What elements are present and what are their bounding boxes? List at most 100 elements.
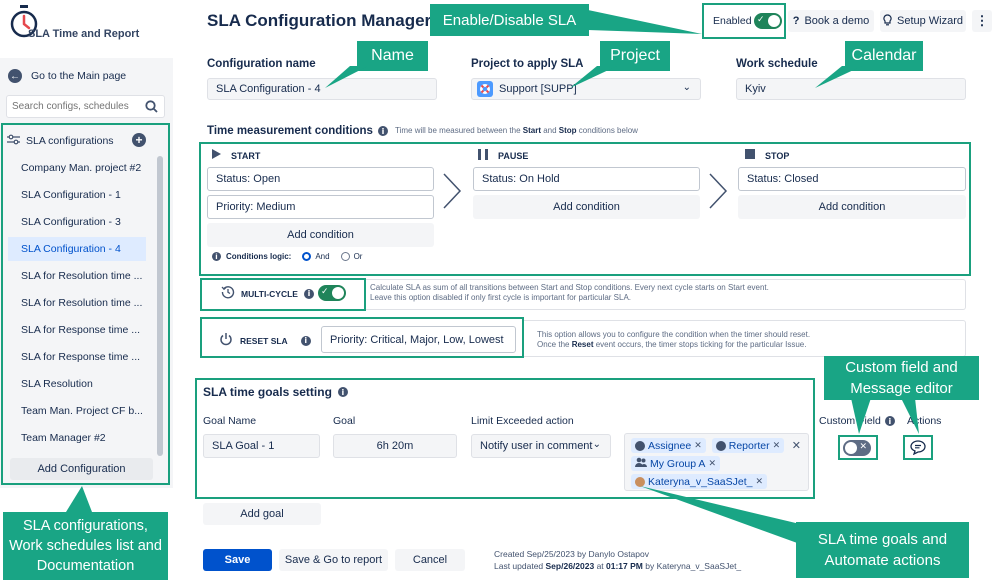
add-goal-button[interactable]: Add goal: [203, 503, 321, 525]
sidebar-search[interactable]: [6, 95, 165, 118]
logic-or-radio[interactable]: Or: [340, 252, 363, 261]
logic-or-label: Or: [353, 252, 363, 261]
custom-field-toggle[interactable]: ✕: [843, 440, 871, 456]
search-input[interactable]: [12, 99, 140, 114]
app-name: SLA Time and Report: [28, 28, 140, 40]
sidebar-config-item[interactable]: SLA for Response time ...: [21, 324, 141, 336]
sidebar-config-item[interactable]: SLA Configuration - 3: [21, 216, 121, 228]
reset-hint-bold: Reset: [571, 340, 594, 349]
start-add-condition-button[interactable]: Add condition: [207, 223, 434, 247]
sidebar-config-item[interactable]: SLA for Resolution time ...: [21, 297, 143, 309]
section-title: SLA configurations: [26, 135, 114, 147]
goal-name-input[interactable]: SLA Goal - 1: [203, 434, 320, 458]
recipient-chip[interactable]: Reporter ✕: [711, 438, 785, 453]
avatar: [635, 476, 645, 487]
sidebar-config-item[interactable]: SLA Resolution: [21, 378, 93, 390]
stop-header: STOP: [745, 149, 789, 162]
stop-condition-status[interactable]: Status: Closed: [738, 167, 966, 191]
reset-label: RESET SLA: [240, 335, 288, 346]
pause-condition-status[interactable]: Status: On Hold: [473, 167, 700, 191]
callout-project-pointer: [570, 66, 617, 88]
reset-highlight: [200, 317, 524, 358]
stop-add-condition-button[interactable]: Add condition: [738, 195, 966, 219]
check-icon: ✓: [321, 286, 329, 296]
add-config-plus-icon[interactable]: +: [132, 133, 146, 147]
multicycle-hint-line1: Calculate SLA as sum of all transitions …: [370, 283, 769, 292]
time-conditions-title-text: Time measurement conditions: [207, 125, 373, 137]
sidebar-panel: [0, 58, 173, 488]
callout-enable-pointer: [588, 10, 702, 34]
recipient-chip[interactable]: Kateryna_v_SaaSJet_ ✕: [631, 474, 768, 489]
goal-duration-input[interactable]: 6h 20m: [333, 434, 457, 458]
start-condition-priority[interactable]: Priority: Medium: [207, 195, 434, 219]
goals-title-text: SLA time goals setting: [203, 385, 332, 399]
start-header: START: [212, 149, 260, 162]
sidebar-config-item[interactable]: SLA Configuration - 1: [21, 189, 121, 201]
search-icon[interactable]: [145, 100, 158, 116]
sidebar-config-item[interactable]: Company Man. project #2: [21, 162, 142, 174]
save-and-report-button[interactable]: Save & Go to report: [279, 549, 388, 571]
save-button[interactable]: Save: [203, 549, 272, 571]
remove-icon[interactable]: ✕: [694, 440, 702, 450]
message-editor-icon[interactable]: [910, 440, 926, 458]
callout-custom-field-pointer: [851, 398, 919, 434]
remove-icon[interactable]: ✕: [772, 440, 781, 450]
radio-unchecked-icon: [340, 252, 350, 261]
sidebar-scrollbar[interactable]: [157, 156, 163, 456]
back-label: Go to the Main page: [31, 70, 127, 82]
remove-icon[interactable]: ✕: [755, 476, 764, 486]
remove-icon[interactable]: ✕: [708, 458, 716, 468]
arrow-left-icon: ←: [8, 69, 22, 83]
add-configuration-button[interactable]: Add Configuration: [10, 458, 153, 480]
cancel-button[interactable]: Cancel: [395, 549, 465, 571]
callout-name: Name: [357, 41, 428, 71]
more-menu-button[interactable]: ⋮: [972, 10, 992, 32]
enabled-toggle[interactable]: ✓: [754, 13, 782, 29]
col-limit-action: Limit Exceeded action: [471, 415, 574, 427]
back-to-main-link[interactable]: ← Go to the Main page: [8, 68, 158, 84]
callout-enable: Enable/Disable SLA: [430, 4, 589, 36]
start-condition-status[interactable]: Status: Open: [207, 167, 434, 191]
logic-and-radio[interactable]: And: [302, 252, 330, 261]
pause-add-condition-button[interactable]: Add condition: [473, 195, 700, 219]
sidebar-config-item[interactable]: SLA Configuration - 4: [8, 237, 146, 261]
sidebar-config-item[interactable]: SLA for Response time ...: [21, 351, 141, 363]
book-demo-button[interactable]: ? Book a demo: [788, 10, 874, 32]
reset-row-border: [522, 320, 966, 357]
chevron-down-icon: ⌄: [592, 439, 601, 450]
hint-prefix: Time will be measured between the: [395, 126, 523, 135]
hint-mid: and: [541, 126, 559, 135]
conditions-highlight: [199, 142, 971, 276]
audit-info: Created Sep/25/2023 by Danylo Ostapov La…: [494, 548, 741, 572]
schedule-select[interactable]: Kyiv: [736, 78, 966, 100]
power-icon: [219, 332, 233, 349]
config-name-input[interactable]: SLA Configuration - 4: [207, 78, 437, 100]
multicycle-toggle[interactable]: ✓: [318, 285, 346, 301]
info-icon: i: [212, 252, 221, 261]
group-icon: [635, 457, 647, 470]
reset-hint-prefix: Once the: [537, 340, 572, 349]
updated-prefix: Last updated: [494, 561, 546, 571]
updated-suffix: by Kateryna_v_SaaSJet_: [642, 561, 742, 571]
sidebar-highlight: [1, 123, 170, 485]
sidebar-config-item[interactable]: SLA for Resolution time ...: [21, 270, 143, 282]
updated-time: 01:17 PM: [606, 561, 643, 571]
info-icon: i: [300, 335, 311, 346]
reset-condition-input[interactable]: Priority: Critical, Major, Low, Lowest: [321, 326, 516, 353]
limit-action-select[interactable]: Notify user in comment ⌄: [471, 434, 611, 458]
col-custom-field-text: Custom Field: [819, 415, 881, 427]
recipient-chip[interactable]: My Group A ✕: [631, 456, 720, 471]
reset-hint-line1: This option allows you to configure the …: [537, 330, 811, 339]
enabled-label: Enabled: [713, 15, 752, 27]
sidebar-config-item[interactable]: Team Manager #2: [21, 432, 106, 444]
multicycle-control: MULTI-CYCLE i: [221, 285, 314, 302]
clear-icon[interactable]: ✕: [791, 440, 801, 452]
recipient-chip[interactable]: Assignee ✕: [631, 438, 706, 453]
stop-title: STOP: [765, 150, 790, 161]
sidebar-config-item[interactable]: Team Man. Project CF b...: [21, 405, 143, 417]
recipients-field[interactable]: Assignee ✕ Reporter ✕ My Group A ✕ Kater…: [624, 433, 809, 491]
setup-wizard-button[interactable]: Setup Wizard: [880, 10, 966, 32]
col-goal-name: Goal Name: [203, 415, 257, 427]
sliders-icon: [7, 134, 20, 148]
chevron-down-icon: ⌄: [682, 82, 691, 93]
